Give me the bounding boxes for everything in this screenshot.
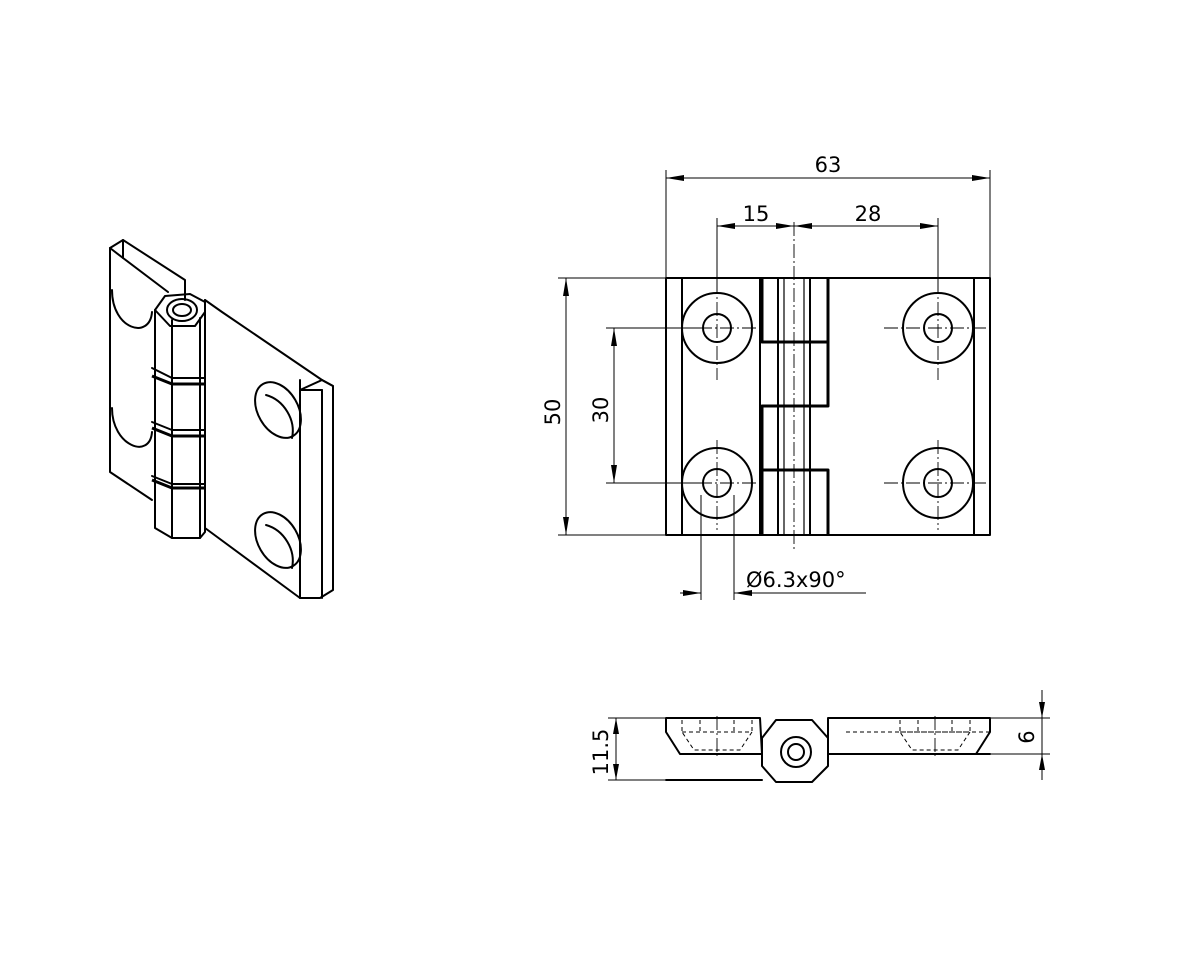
dim-63-label: 63: [815, 153, 842, 177]
dim-countersink: Ø6.3x90°: [680, 495, 866, 600]
dim-total-thickness: 11.5: [589, 717, 666, 781]
side-view: 11.5 6: [589, 690, 1050, 783]
iso-left-leaf: [109, 239, 186, 501]
iso-right-leaf: [204, 299, 334, 599]
dim-hole-offsets: 15 28: [716, 202, 939, 292]
iso-knuckle: [151, 293, 206, 539]
dim-leaf-thickness: 6: [990, 690, 1050, 780]
dim-hole-spacing-vertical: 30: [589, 327, 700, 484]
dim-overall-width: 63: [665, 153, 991, 278]
side-left-leaf: [665, 717, 763, 755]
side-knuckle: [761, 719, 829, 783]
side-right-leaf: [827, 717, 991, 755]
front-right-leaf: [827, 277, 991, 536]
dim-11-5-label: 11.5: [589, 729, 613, 776]
front-view: 63 15 28 50: [541, 153, 991, 600]
front-center-lines: [676, 222, 990, 550]
dim-28-label: 28: [855, 202, 882, 226]
dim-30-label: 30: [589, 397, 613, 424]
dim-50-label: 50: [541, 399, 565, 426]
dim-overall-height: 50: [541, 277, 666, 536]
dim-15-label: 15: [743, 202, 770, 226]
side-hidden-holes: [681, 716, 990, 756]
dim-countersink-label: Ø6.3x90°: [746, 568, 846, 592]
isometric-view: [109, 239, 334, 599]
dim-6-label: 6: [1015, 730, 1039, 743]
